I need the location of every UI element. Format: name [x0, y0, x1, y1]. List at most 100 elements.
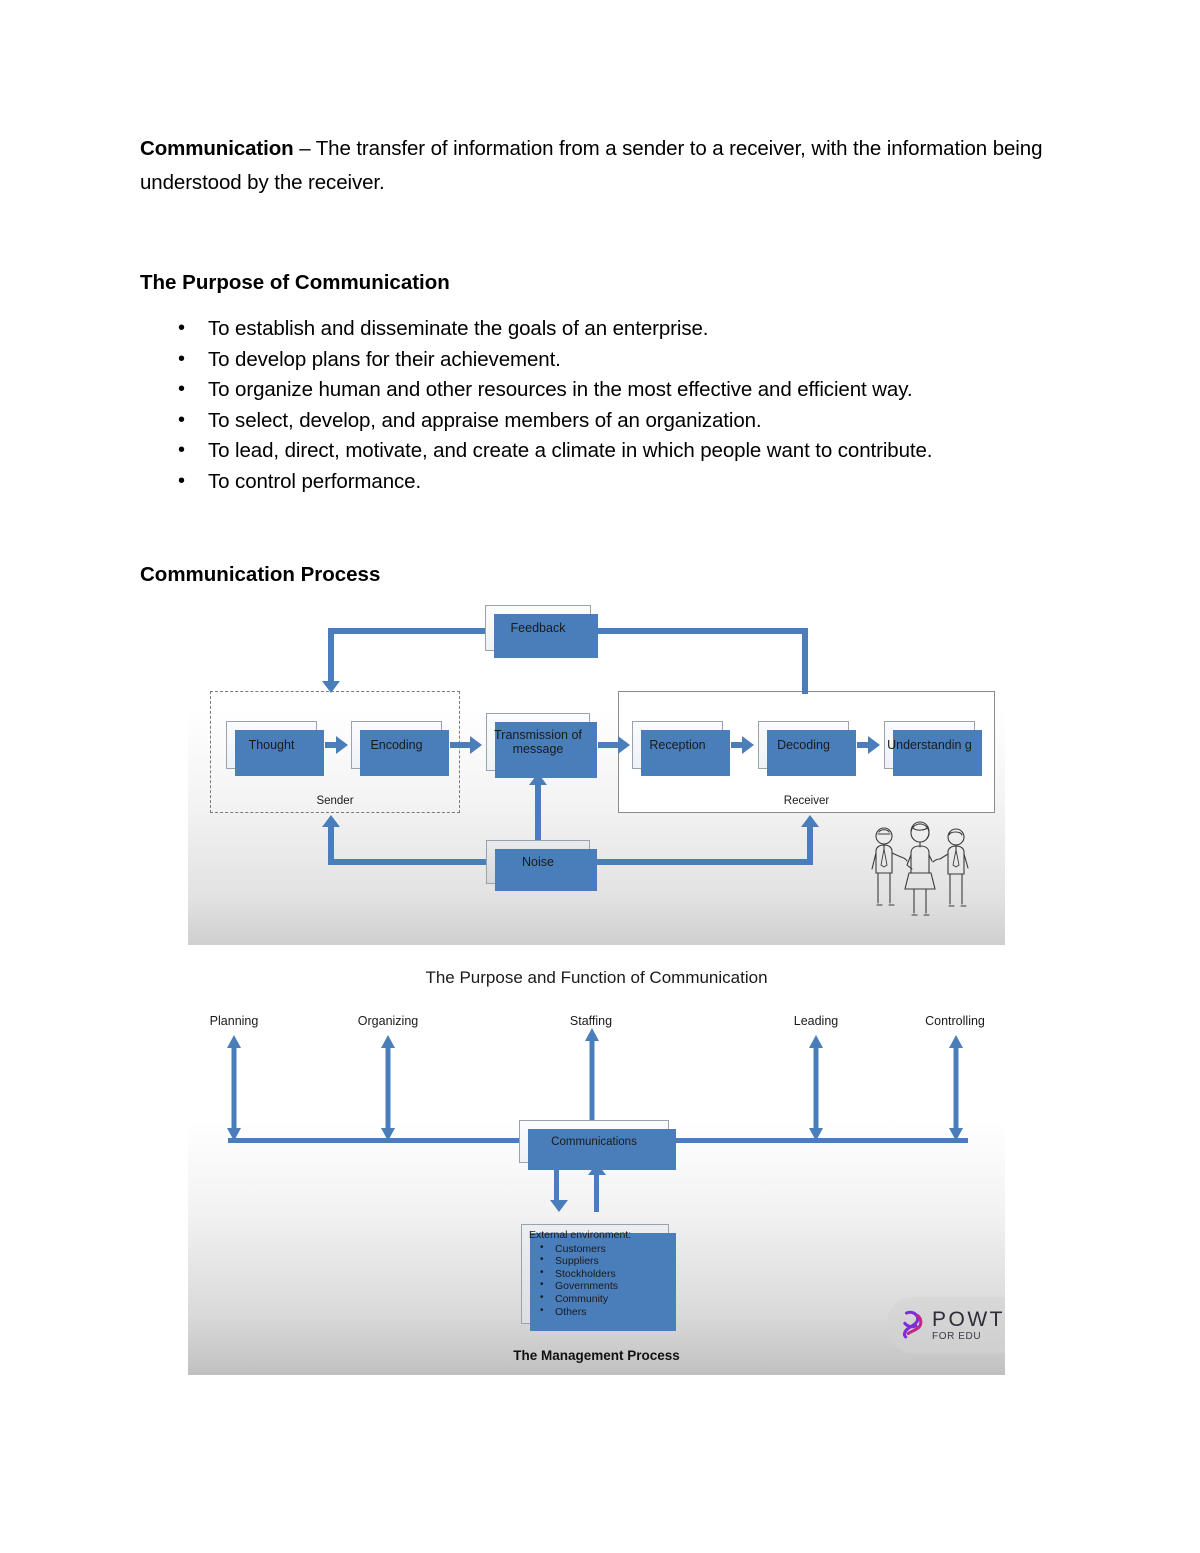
arrowhead-up	[949, 1035, 963, 1048]
arrowhead-up	[381, 1035, 395, 1048]
list-item: To organize human and other resources in…	[178, 374, 932, 406]
purpose-bullet-list: To establish and disseminate the goals o…	[170, 313, 933, 498]
list-item: To establish and disseminate the goals o…	[178, 313, 932, 345]
connector-reception-decoding	[731, 742, 744, 748]
arrowhead-comm-to-external	[550, 1200, 568, 1212]
function-label-organizing: Organizing	[357, 1014, 419, 1028]
arrowhead-up	[227, 1035, 241, 1048]
arrowhead-up	[585, 1028, 599, 1041]
function-label-staffing: Staffing	[569, 1014, 613, 1028]
function-label-controlling: Controlling	[925, 1014, 985, 1028]
function-label-planning: Planning	[209, 1014, 259, 1028]
feedback-arrowhead-down	[322, 681, 340, 693]
list-item: Stockholders	[540, 1267, 662, 1281]
purpose-heading: The Purpose of Communication	[140, 271, 450, 294]
box-feedback-label: Feedback	[510, 621, 566, 635]
list-item: Others	[540, 1305, 662, 1319]
powtoon-logo-main: POWT	[932, 1307, 1005, 1331]
arrowhead-noise-sender	[322, 815, 340, 827]
box-encoding-label: Encoding	[370, 738, 423, 752]
list-item: To develop plans for their achievement.	[178, 344, 932, 376]
box-thought: Thought	[226, 721, 324, 776]
figure2-caption: The Management Process	[513, 1348, 680, 1363]
box-noise: Noise	[486, 840, 597, 891]
connector-comm-to-external	[554, 1163, 559, 1203]
arrowhead-decoding-understanding	[868, 736, 880, 754]
feedback-line-right-horizontal	[592, 628, 808, 634]
arrowhead-down	[809, 1128, 823, 1141]
powtoon-logo: POWT FOR EDU	[887, 1297, 1005, 1353]
connector-noise-sender-horizontal	[328, 859, 488, 865]
list-item: Governments	[540, 1279, 662, 1293]
external-environment-title: External environment:	[529, 1229, 632, 1241]
arrow-shaft	[231, 1046, 237, 1130]
box-communications-label: Communications	[551, 1135, 637, 1148]
connector-decoding-understanding	[857, 742, 870, 748]
arrow-shaft	[953, 1046, 959, 1130]
list-item: Suppliers	[540, 1254, 662, 1268]
arrowhead-down	[227, 1128, 241, 1141]
connector-noise-receiver-horizontal	[588, 859, 813, 865]
list-item: To control performance.	[178, 466, 932, 498]
three-people-sketch-icon	[871, 821, 969, 916]
arrow-shaft	[385, 1046, 391, 1130]
powtoon-logo-text: POWT FOR EDU	[932, 1309, 1005, 1342]
list-item: To lead, direct, motivate, and create a …	[178, 435, 933, 467]
connector-thought-encoding	[325, 742, 338, 748]
feedback-line-right-vertical	[802, 628, 808, 694]
definition-text: The transfer of information from a sende…	[140, 137, 1043, 194]
list-item: Community	[540, 1292, 662, 1306]
feedback-line-left-horizontal	[328, 628, 488, 634]
list-item: Customers	[540, 1242, 662, 1256]
connector-noise-transmission	[535, 783, 541, 841]
box-feedback: Feedback	[485, 605, 598, 658]
receiver-group-label: Receiver	[783, 795, 830, 807]
double-arrow-organizing	[380, 1035, 396, 1141]
arrowhead-down	[949, 1128, 963, 1141]
definition-paragraph-block: Communication – The transfer of informat…	[140, 132, 1060, 200]
arrowhead-encoding-transmission	[470, 736, 482, 754]
box-understanding: Understandin g	[884, 721, 982, 776]
definition-paragraph: Communication – The transfer of informat…	[140, 132, 1060, 200]
arrowhead-noise-receiver	[801, 815, 819, 827]
connector-external-to-comm	[594, 1172, 599, 1212]
powtoon-logo-sub: FOR EDU	[932, 1330, 982, 1342]
communication-process-figure: Sender Receiver Feedback Thought	[188, 597, 1005, 945]
box-reception-label: Reception	[649, 738, 706, 752]
connector-noise-receiver-vertical	[807, 825, 813, 865]
sender-group-label: Sender	[316, 795, 354, 807]
connector-noise-sender-vertical	[328, 825, 334, 865]
box-thought-label: Thought	[248, 738, 295, 752]
box-transmission: Transmission of message	[486, 713, 597, 778]
external-environment-list: Customers Suppliers Stockholders Governm…	[529, 1242, 662, 1319]
arrowhead-reception-decoding	[742, 736, 754, 754]
box-encoding: Encoding	[351, 721, 449, 776]
box-reception: Reception	[632, 721, 730, 776]
connector-encoding-transmission	[450, 742, 472, 748]
arrowhead-thought-encoding	[336, 736, 348, 754]
double-arrow-leading	[808, 1035, 824, 1141]
arrowhead-down	[381, 1128, 395, 1141]
box-transmission-label: Transmission of message	[494, 728, 582, 756]
function-label-leading: Leading	[793, 1014, 839, 1028]
definition-term: Communication	[140, 137, 294, 160]
list-item: To select, develop, and appraise members…	[178, 405, 932, 437]
figure2-title: The Purpose and Function of Communicatio…	[425, 968, 768, 987]
arrow-shaft	[589, 1039, 595, 1130]
connector-transmission-reception	[598, 742, 620, 748]
box-noise-label: Noise	[522, 855, 554, 869]
purpose-function-figure: The Purpose and Function of Communicatio…	[188, 950, 1005, 1375]
arrowhead-up	[809, 1035, 823, 1048]
feedback-line-left-vertical	[328, 628, 334, 683]
powtoon-logo-icon	[902, 1310, 923, 1339]
double-arrow-planning	[226, 1035, 242, 1141]
box-external-environment: External environment: Customers Supplier…	[521, 1224, 676, 1332]
box-communications: Communications	[519, 1120, 676, 1170]
box-understanding-label: Understandin g	[887, 738, 972, 752]
box-decoding-label: Decoding	[777, 738, 830, 752]
arrowhead-transmission-reception	[618, 736, 630, 754]
box-decoding: Decoding	[758, 721, 856, 776]
process-heading: Communication Process	[140, 563, 381, 586]
definition-dash: –	[293, 137, 316, 160]
